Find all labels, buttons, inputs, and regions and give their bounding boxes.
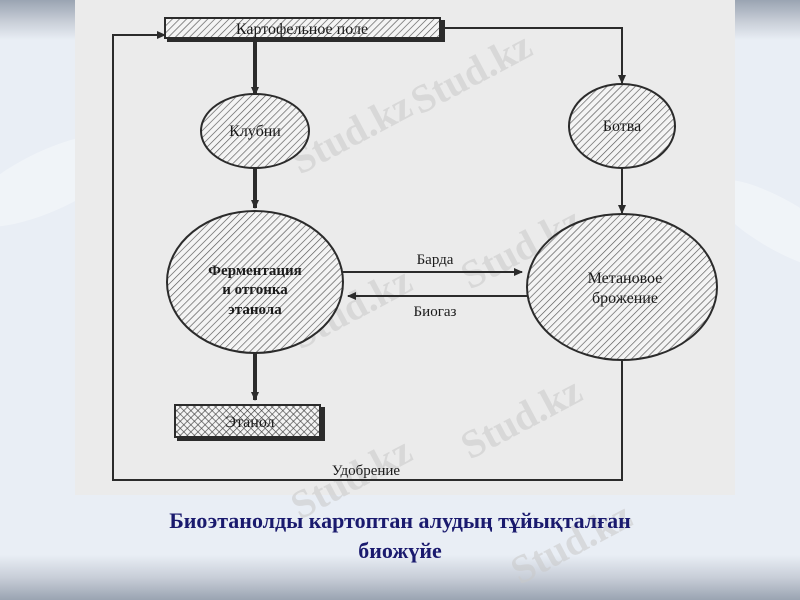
slide-bottom-band (0, 555, 800, 600)
node-ethanol-label: Этанол (225, 414, 274, 431)
node-tops-label: Ботва (603, 118, 641, 135)
node-tubers-label: Клубни (229, 123, 281, 140)
node-methane-label-2: брожение (592, 290, 658, 307)
edge-fertilizer-loop (112, 31, 623, 481)
node-fermentation-label-2: и отгонка (222, 282, 288, 298)
node-fermentation-label-1: Ферментация (208, 263, 302, 279)
node-methane: Метановое брожение (526, 213, 718, 361)
node-methane-label-1: Метановое (588, 270, 663, 287)
caption-line-1: Биоэтанолды картоптан алудың тұйықталған (169, 508, 631, 533)
node-field: Картофельное поле (164, 17, 445, 42)
edge-label-fertilizer: Удобрение (332, 463, 400, 479)
node-fermentation-label-3: этанола (228, 302, 282, 318)
node-fermentation: Ферментация и отгонка этанола (166, 210, 344, 354)
watermark-text: Stud.kz (453, 367, 589, 468)
edge-field-to-tops (440, 27, 626, 84)
node-field-label: Картофельное поле (236, 21, 368, 38)
connectors (112, 27, 626, 481)
slide-caption: Биоэтанолды картоптан алудың тұйықталған… (0, 506, 800, 566)
caption-line-2: биожүйе (358, 538, 442, 563)
edge-label-biogas: Биогаз (414, 304, 457, 320)
edge-label-barda: Барда (417, 252, 454, 268)
node-tubers: Клубни (200, 93, 310, 169)
node-tops: Ботва (568, 83, 676, 169)
node-ethanol: Этанол (174, 404, 325, 441)
